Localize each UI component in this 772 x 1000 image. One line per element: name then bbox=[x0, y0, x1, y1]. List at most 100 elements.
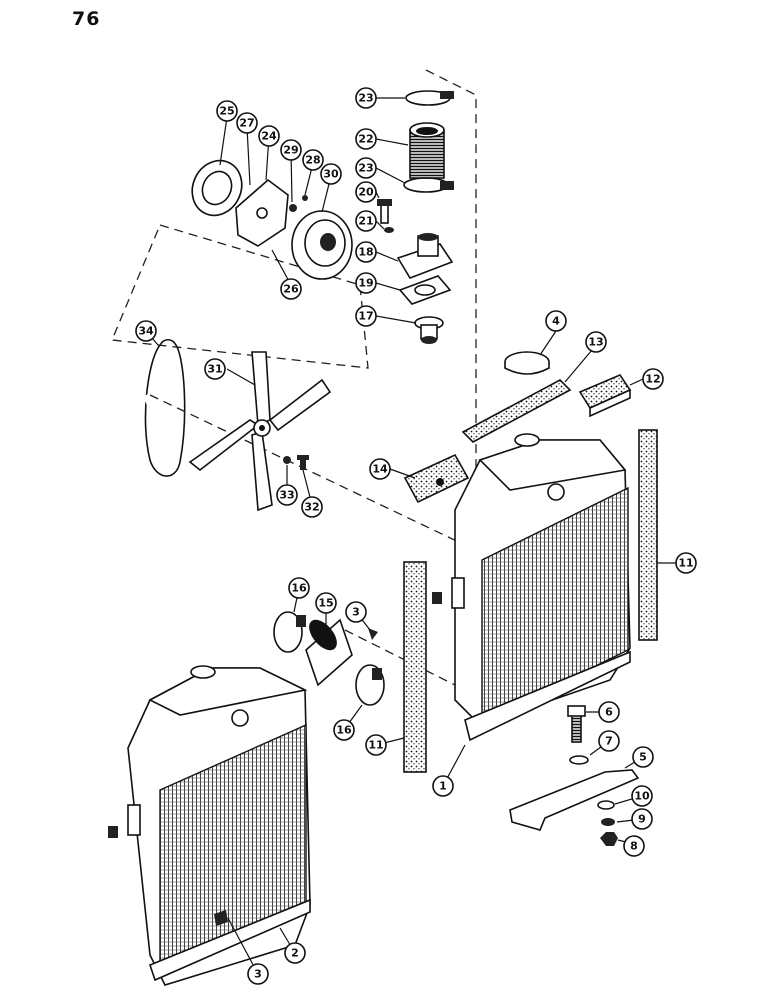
bolt-washer-7 bbox=[569, 755, 589, 765]
fan-bolt bbox=[297, 455, 309, 470]
callout-1-label: 1 bbox=[439, 780, 447, 793]
callout-22-label: 22 bbox=[358, 133, 373, 146]
callout-34-label: 34 bbox=[138, 325, 154, 338]
hose-clamp-top bbox=[405, 90, 454, 106]
callout-9-label: 9 bbox=[638, 813, 646, 826]
callout-24: 24 bbox=[258, 125, 280, 147]
hose-clamp-bottom bbox=[403, 177, 454, 193]
radiator-cap bbox=[504, 351, 550, 375]
mounting-bracket bbox=[509, 769, 640, 831]
callout-28-label: 28 bbox=[305, 154, 320, 167]
callout-16b: 16 bbox=[333, 719, 355, 741]
callout-5-label: 5 bbox=[639, 751, 647, 764]
callout-9: 9 bbox=[631, 808, 653, 830]
cooling-fan bbox=[188, 351, 332, 512]
callout-10: 10 bbox=[631, 785, 653, 807]
callout-11a-label: 11 bbox=[368, 739, 383, 752]
fan-hub-plate bbox=[235, 178, 289, 247]
callout-27-label: 27 bbox=[239, 117, 254, 130]
lock-washer bbox=[302, 195, 308, 201]
thermostat-housing bbox=[396, 233, 454, 279]
lock-washer-9 bbox=[601, 818, 615, 826]
callout-27: 27 bbox=[236, 112, 258, 134]
page-number: 76 bbox=[72, 8, 101, 30]
callout-14-label: 14 bbox=[372, 463, 388, 476]
callout-25: 25 bbox=[216, 100, 238, 122]
spacer-washer bbox=[289, 204, 297, 212]
callout-29-label: 29 bbox=[283, 144, 298, 157]
callout-14: 14 bbox=[369, 458, 391, 480]
thermostat-hose-stack bbox=[377, 90, 454, 344]
callout-20: 20 bbox=[355, 181, 377, 203]
callout-10-label: 10 bbox=[634, 790, 650, 803]
callout-6: 6 bbox=[598, 701, 620, 723]
radiator-1 bbox=[432, 433, 631, 742]
callout-8: 8 bbox=[623, 835, 645, 857]
callout-13: 13 bbox=[585, 331, 607, 353]
hex-nut bbox=[600, 832, 618, 846]
callout-21-label: 21 bbox=[358, 215, 373, 228]
callout-15-label: 15 bbox=[318, 597, 333, 610]
lower-hose-clamp-top bbox=[273, 611, 306, 653]
callout-19: 19 bbox=[355, 272, 377, 294]
callout-4: 4 bbox=[545, 310, 567, 332]
callout-16b-label: 16 bbox=[336, 724, 352, 737]
thermostat-housing-bolt bbox=[377, 199, 392, 224]
callout-2: 2 bbox=[284, 942, 306, 964]
callout-30-label: 30 bbox=[323, 168, 339, 181]
callout-8-label: 8 bbox=[630, 840, 638, 853]
callout-13-label: 13 bbox=[588, 336, 603, 349]
callout-33: 33 bbox=[276, 484, 298, 506]
callout-23b: 23 bbox=[355, 157, 377, 179]
radiator-2 bbox=[108, 665, 311, 986]
callout-19-label: 19 bbox=[358, 277, 373, 290]
foam-strip-right bbox=[638, 429, 658, 641]
callout-17: 17 bbox=[355, 305, 377, 327]
callout-34: 34 bbox=[135, 320, 157, 342]
callout-20-label: 20 bbox=[358, 186, 374, 199]
callout-11b-label: 11 bbox=[678, 557, 693, 570]
callout-23a-label: 23 bbox=[358, 92, 373, 105]
callout-5: 5 bbox=[632, 746, 654, 768]
thermostat-gasket bbox=[398, 275, 452, 305]
callout-3b-label: 3 bbox=[254, 968, 262, 981]
callout-3b: 3 bbox=[247, 963, 269, 985]
callout-23a: 23 bbox=[355, 87, 377, 109]
callout-7-label: 7 bbox=[605, 735, 613, 748]
callout-22: 22 bbox=[355, 128, 377, 150]
callout-16a: 16 bbox=[288, 577, 310, 599]
drain-cock bbox=[368, 628, 378, 640]
callout-3a-label: 3 bbox=[352, 606, 360, 619]
callout-26-label: 26 bbox=[283, 283, 299, 296]
lower-hose bbox=[305, 618, 353, 687]
callout-7: 7 bbox=[598, 730, 620, 752]
foam-seal-pad bbox=[403, 453, 470, 504]
callout-33-label: 33 bbox=[279, 489, 294, 502]
callout-30: 30 bbox=[320, 163, 342, 185]
callout-16a-label: 16 bbox=[291, 582, 307, 595]
callout-12-label: 12 bbox=[645, 373, 660, 386]
callout-11b: 11 bbox=[675, 552, 697, 574]
callout-4-label: 4 bbox=[552, 315, 560, 328]
flat-washer bbox=[597, 800, 615, 810]
fan-assembly bbox=[143, 159, 353, 512]
callout-32: 32 bbox=[301, 496, 323, 518]
callout-3a: 3 bbox=[345, 601, 367, 623]
callout-6-label: 6 bbox=[605, 706, 613, 719]
callout-11a: 11 bbox=[365, 734, 387, 756]
callout-1: 1 bbox=[432, 775, 454, 797]
fan-lock-washer bbox=[283, 456, 291, 464]
callout-18-label: 18 bbox=[358, 246, 373, 259]
callout-32-label: 32 bbox=[304, 501, 319, 514]
fan-pulley bbox=[291, 210, 353, 280]
fan-gasket-ring bbox=[191, 159, 243, 217]
callout-31: 31 bbox=[204, 358, 226, 380]
callout-29: 29 bbox=[280, 139, 302, 161]
callout-31-label: 31 bbox=[207, 363, 222, 376]
callout-21: 21 bbox=[355, 210, 377, 232]
upper-hose bbox=[409, 122, 445, 179]
callout-24-label: 24 bbox=[261, 130, 277, 143]
mounting-bolt bbox=[567, 705, 586, 743]
foam-block bbox=[578, 374, 632, 418]
